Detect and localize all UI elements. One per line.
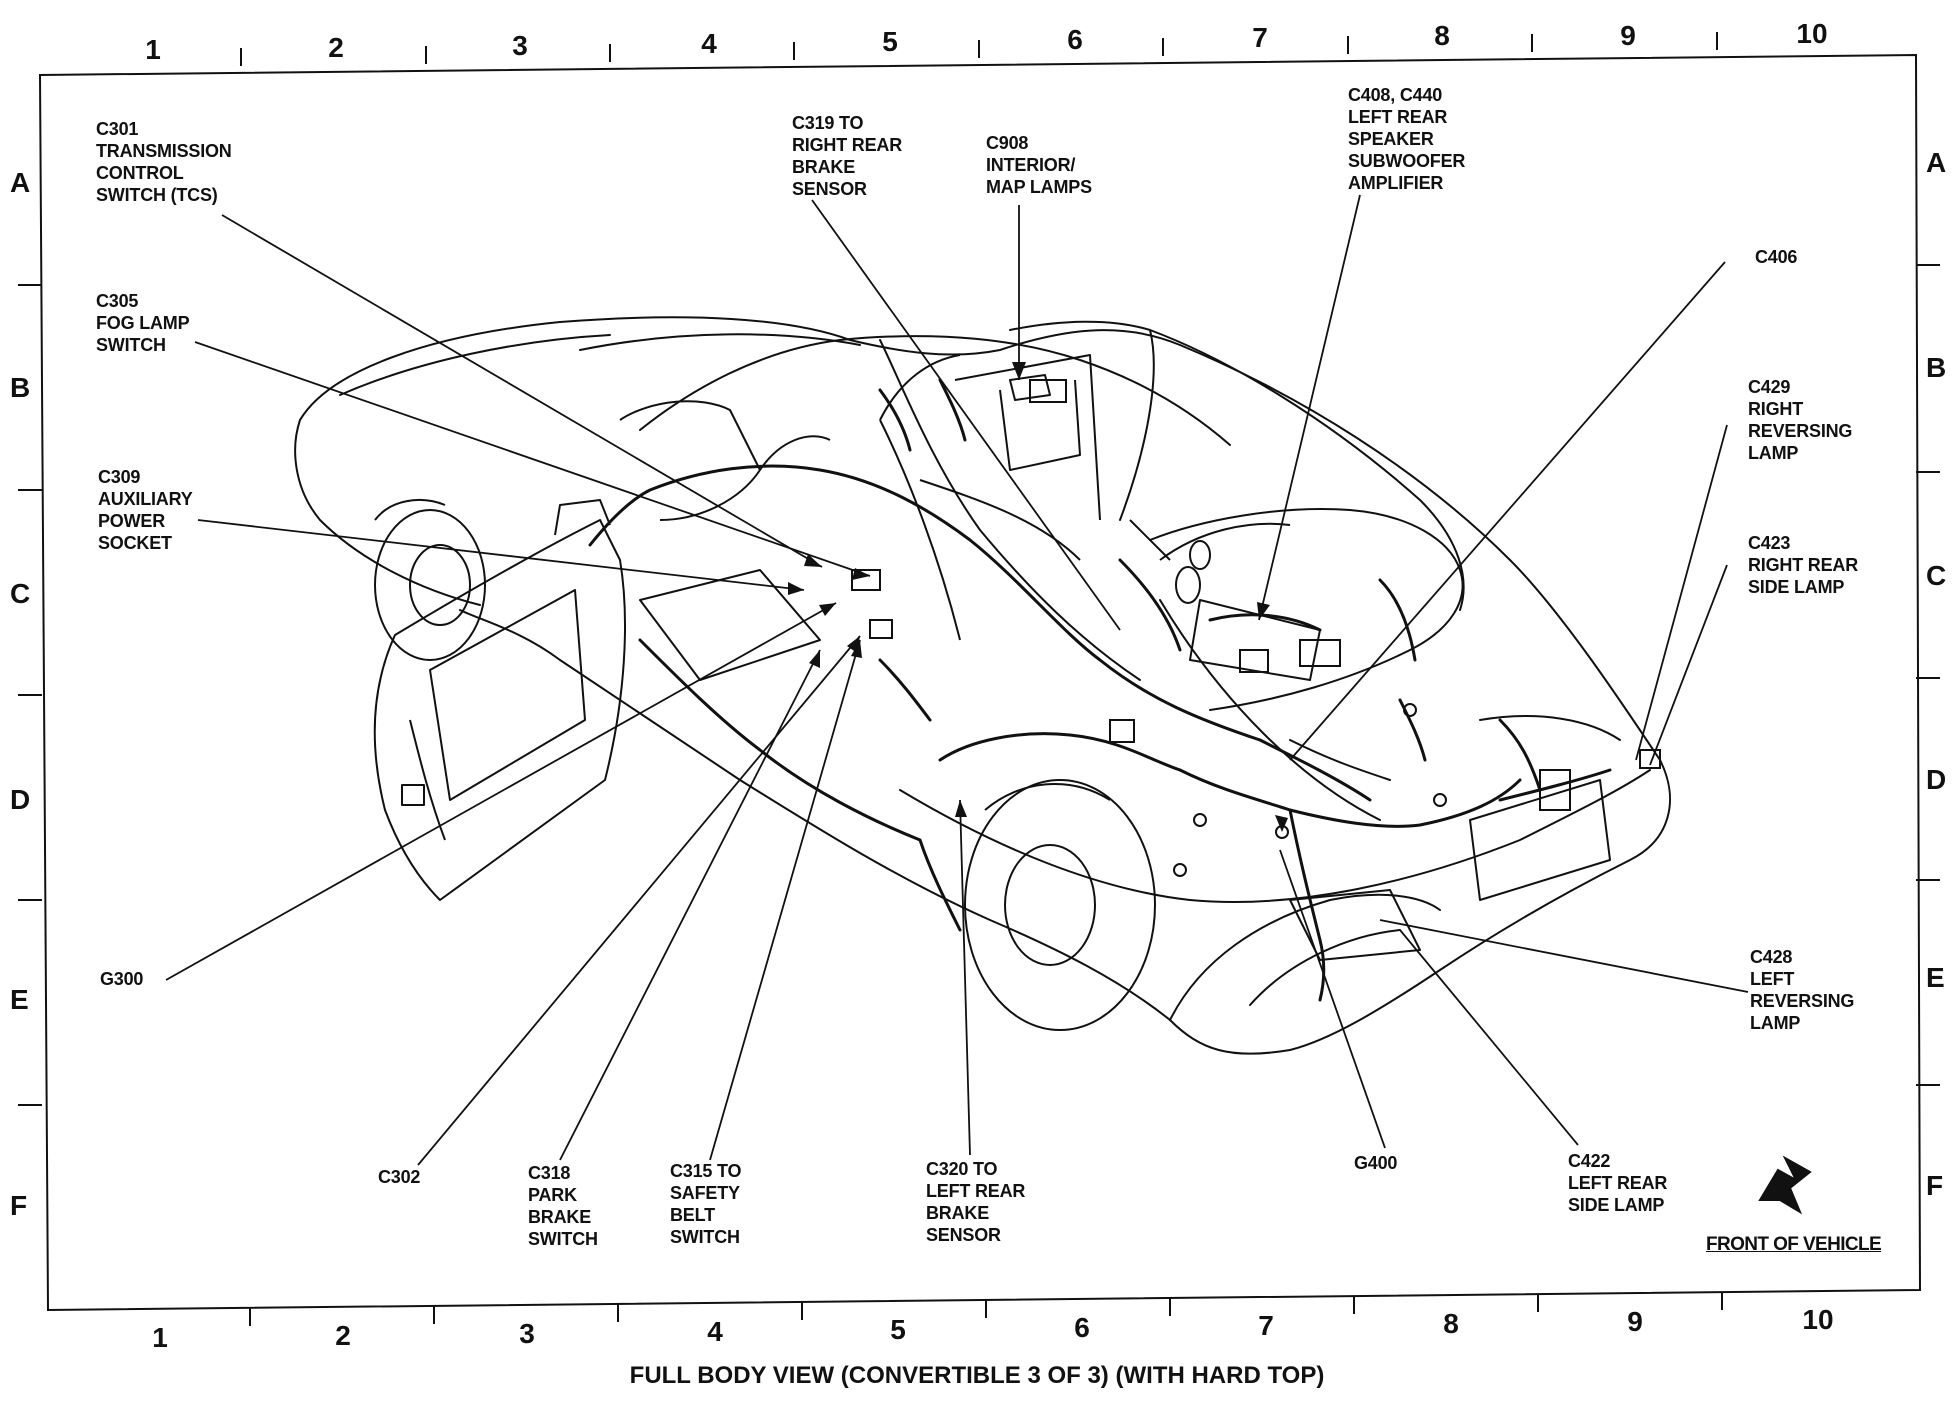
grid-row-left-B: B	[10, 372, 31, 403]
grid-col-bottom-4: 4	[707, 1316, 723, 1347]
callout-g300: G300	[100, 969, 144, 989]
grid-ticks	[18, 32, 1940, 1326]
grid-col-top-1: 1	[145, 34, 161, 65]
grid-col-bottom-9: 9	[1627, 1306, 1643, 1337]
callout-c315: C315 TO SAFETY BELT SWITCH	[670, 1161, 742, 1247]
grid-col-bottom-1: 1	[152, 1322, 168, 1353]
callout-c301: C301 TRANSMISSION CONTROL SWITCH (TCS)	[96, 119, 232, 205]
grid-row-right-D: D	[1926, 764, 1947, 795]
grid-col-top-2: 2	[328, 32, 344, 63]
callout-c302: C302	[378, 1167, 421, 1187]
callout-c319: C319 TO RIGHT REAR BRAKE SENSOR	[792, 113, 902, 199]
grid-row-right-F: F	[1926, 1170, 1944, 1201]
grid-row-left-A: A	[10, 167, 31, 198]
grid-row-left-D: D	[10, 784, 31, 815]
callout-c309: C309 AUXILIARY POWER SOCKET	[98, 467, 193, 553]
callout-c320: C320 TO LEFT REAR BRAKE SENSOR	[926, 1159, 1026, 1245]
trunk-area	[1159, 522, 1321, 681]
grid-row-left-C: C	[10, 578, 31, 609]
grid-row-right-C: C	[1926, 560, 1947, 591]
callout-c305: C305 FOG LAMP SWITCH	[96, 291, 190, 355]
callout-c423: C423 RIGHT REAR SIDE LAMP	[1748, 533, 1858, 597]
grid-col-bottom-5: 5	[890, 1314, 906, 1345]
grid-col-top-3: 3	[512, 30, 528, 61]
grid-col-bottom-7: 7	[1258, 1310, 1274, 1341]
grid-col-top-9: 9	[1620, 20, 1636, 51]
front-of-vehicle-icon	[1758, 1155, 1812, 1215]
grid-col-top-4: 4	[701, 28, 717, 59]
callout-c428: C428 LEFT REVERSING LAMP	[1750, 947, 1855, 1033]
grid-row-right-E: E	[1926, 962, 1945, 993]
callout-c429: C429 RIGHT REVERSING LAMP	[1748, 377, 1853, 463]
callout-c422: C422 LEFT REAR SIDE LAMP	[1568, 1151, 1668, 1215]
front-of-vehicle-label: FRONT OF VEHICLE	[1706, 1234, 1882, 1255]
grid-col-top-5: 5	[882, 26, 898, 57]
connectors	[851, 379, 1661, 877]
grid-col-top-6: 6	[1067, 24, 1083, 55]
front-wheel	[964, 779, 1156, 1031]
callout-g400: G400	[1354, 1153, 1398, 1173]
callout-c408: C408, C440 LEFT REAR SPEAKER SUBWOOFER A…	[1348, 85, 1466, 193]
left-rear-wheel	[374, 499, 486, 661]
grid-row-left-E: E	[10, 984, 29, 1015]
leader-lines	[165, 194, 1749, 1166]
open-door	[373, 499, 626, 901]
callout-c318: C318 PARK BRAKE SWITCH	[528, 1163, 598, 1249]
car-body	[294, 316, 1671, 1055]
grid-col-bottom-8: 8	[1443, 1308, 1459, 1339]
grid-row-right-B: B	[1926, 352, 1947, 383]
border-frame	[38, 53, 1922, 1312]
grid-col-top-8: 8	[1434, 20, 1450, 51]
grid-row-right-A: A	[1926, 147, 1947, 178]
grid-col-bottom-3: 3	[519, 1318, 535, 1349]
grid-row-left-F: F	[10, 1190, 28, 1221]
grid-col-bottom-10: 10	[1802, 1304, 1834, 1335]
grid-col-top-7: 7	[1252, 22, 1268, 53]
wiring-harness	[588, 378, 1612, 1002]
diagram-title: FULL BODY VIEW (CONVERTIBLE 3 OF 3) (WIT…	[629, 1362, 1325, 1389]
grid-col-bottom-2: 2	[335, 1320, 351, 1351]
grid-col-bottom-6: 6	[1074, 1312, 1090, 1343]
callout-c406: C406	[1755, 247, 1798, 267]
callout-c908: C908 INTERIOR/ MAP LAMPS	[986, 133, 1092, 197]
arrowheads	[788, 362, 1288, 832]
grid-col-top-10: 10	[1796, 18, 1828, 49]
